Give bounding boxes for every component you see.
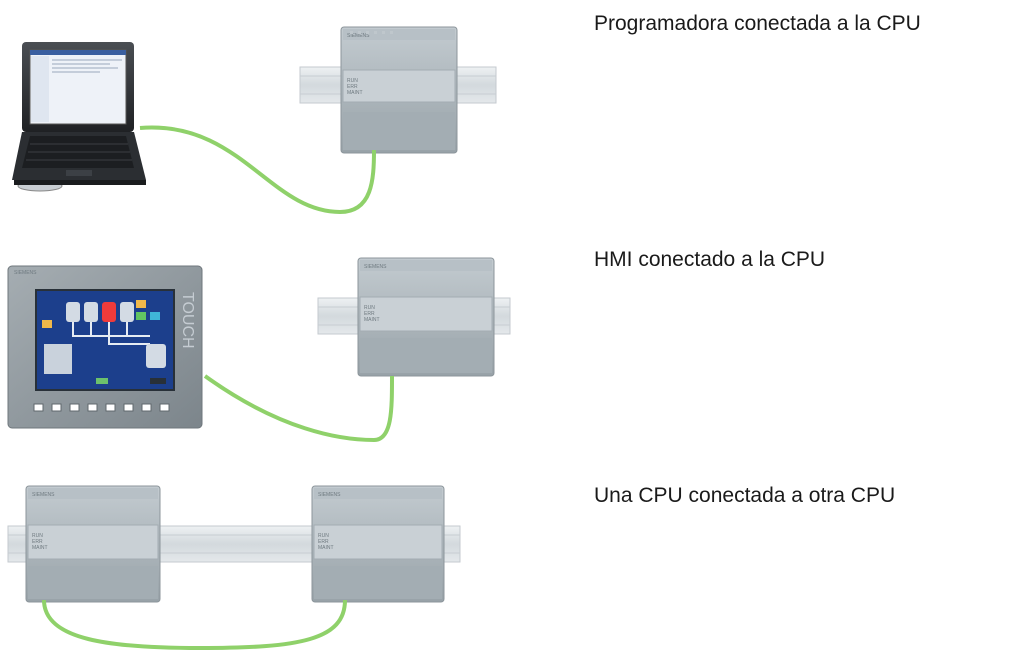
cable-laptop-to-cpu (139, 125, 376, 215)
svg-text:ERR: ERR (364, 311, 375, 317)
hmi-touch-label: TOUCH (179, 292, 196, 349)
plc-cpu-row1: SIEMENS RUN ERR MAINT (340, 26, 458, 154)
hmi-touch-panel: SIEMENS TOUCH (7, 265, 203, 429)
svg-text:SIEMENS: SIEMENS (347, 33, 370, 39)
svg-text:ERR: ERR (347, 84, 358, 90)
hmi-brand: SIEMENS (14, 270, 37, 276)
svg-text:MAINT: MAINT (32, 545, 48, 551)
svg-text:SIEMENS: SIEMENS (318, 492, 341, 498)
svg-text:RUN: RUN (347, 78, 358, 84)
svg-text:MAINT: MAINT (364, 317, 380, 323)
caption-hmi-to-cpu: HMI conectado a la CPU (594, 248, 826, 271)
cable-hmi-to-cpu (203, 374, 394, 443)
laptop-programmer (12, 42, 146, 192)
svg-text:RUN: RUN (32, 533, 43, 539)
svg-text:ERR: ERR (32, 539, 43, 545)
caption-cpu-to-cpu: Una CPU conectada a otra CPU (594, 484, 896, 507)
plc-cpu-row3-left: SIEMENS RUN ERR MAINT (25, 485, 161, 603)
svg-text:SIEMENS: SIEMENS (32, 492, 55, 498)
svg-text:MAINT: MAINT (347, 90, 363, 96)
plc-cpu-row2: SIEMENS RUN ERR MAINT (357, 257, 495, 377)
cable-cpu-to-cpu (42, 599, 347, 651)
svg-text:RUN: RUN (364, 305, 375, 311)
plc-cpu-row3-right: SIEMENS RUN ERR MAINT (311, 485, 445, 603)
caption-programmer-to-cpu: Programadora conectada a la CPU (594, 12, 921, 35)
svg-text:MAINT: MAINT (318, 545, 334, 551)
svg-text:ERR: ERR (318, 539, 329, 545)
svg-text:RUN: RUN (318, 533, 329, 539)
svg-text:SIEMENS: SIEMENS (364, 264, 387, 270)
